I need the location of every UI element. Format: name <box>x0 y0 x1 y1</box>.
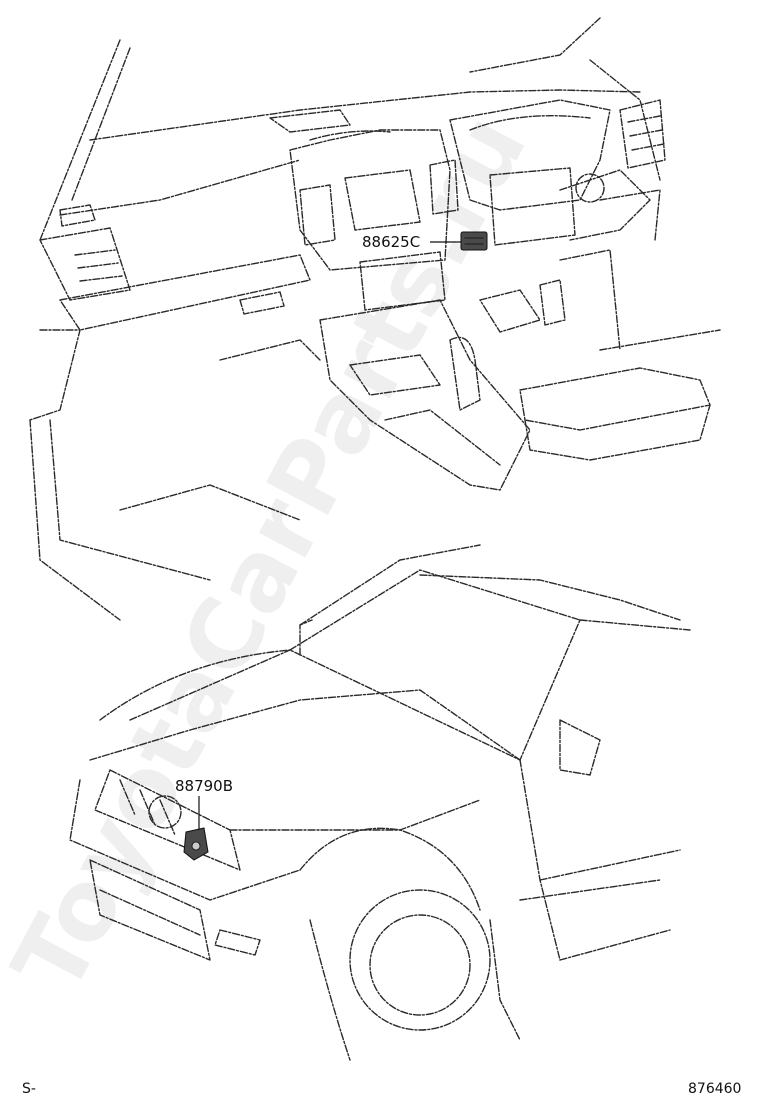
part-number-label: 88625C <box>362 233 420 251</box>
section-code: S- <box>22 1081 36 1097</box>
callout-88790B: 88790B <box>175 777 233 830</box>
part-number-label: 88790B <box>175 777 233 795</box>
vehicle-illustration <box>69 544 691 1061</box>
switch-part <box>460 231 488 251</box>
callout-88625C: 88625C <box>362 233 461 251</box>
illustration-number: 876460 <box>688 1081 741 1097</box>
dashboard-illustration <box>29 17 721 621</box>
